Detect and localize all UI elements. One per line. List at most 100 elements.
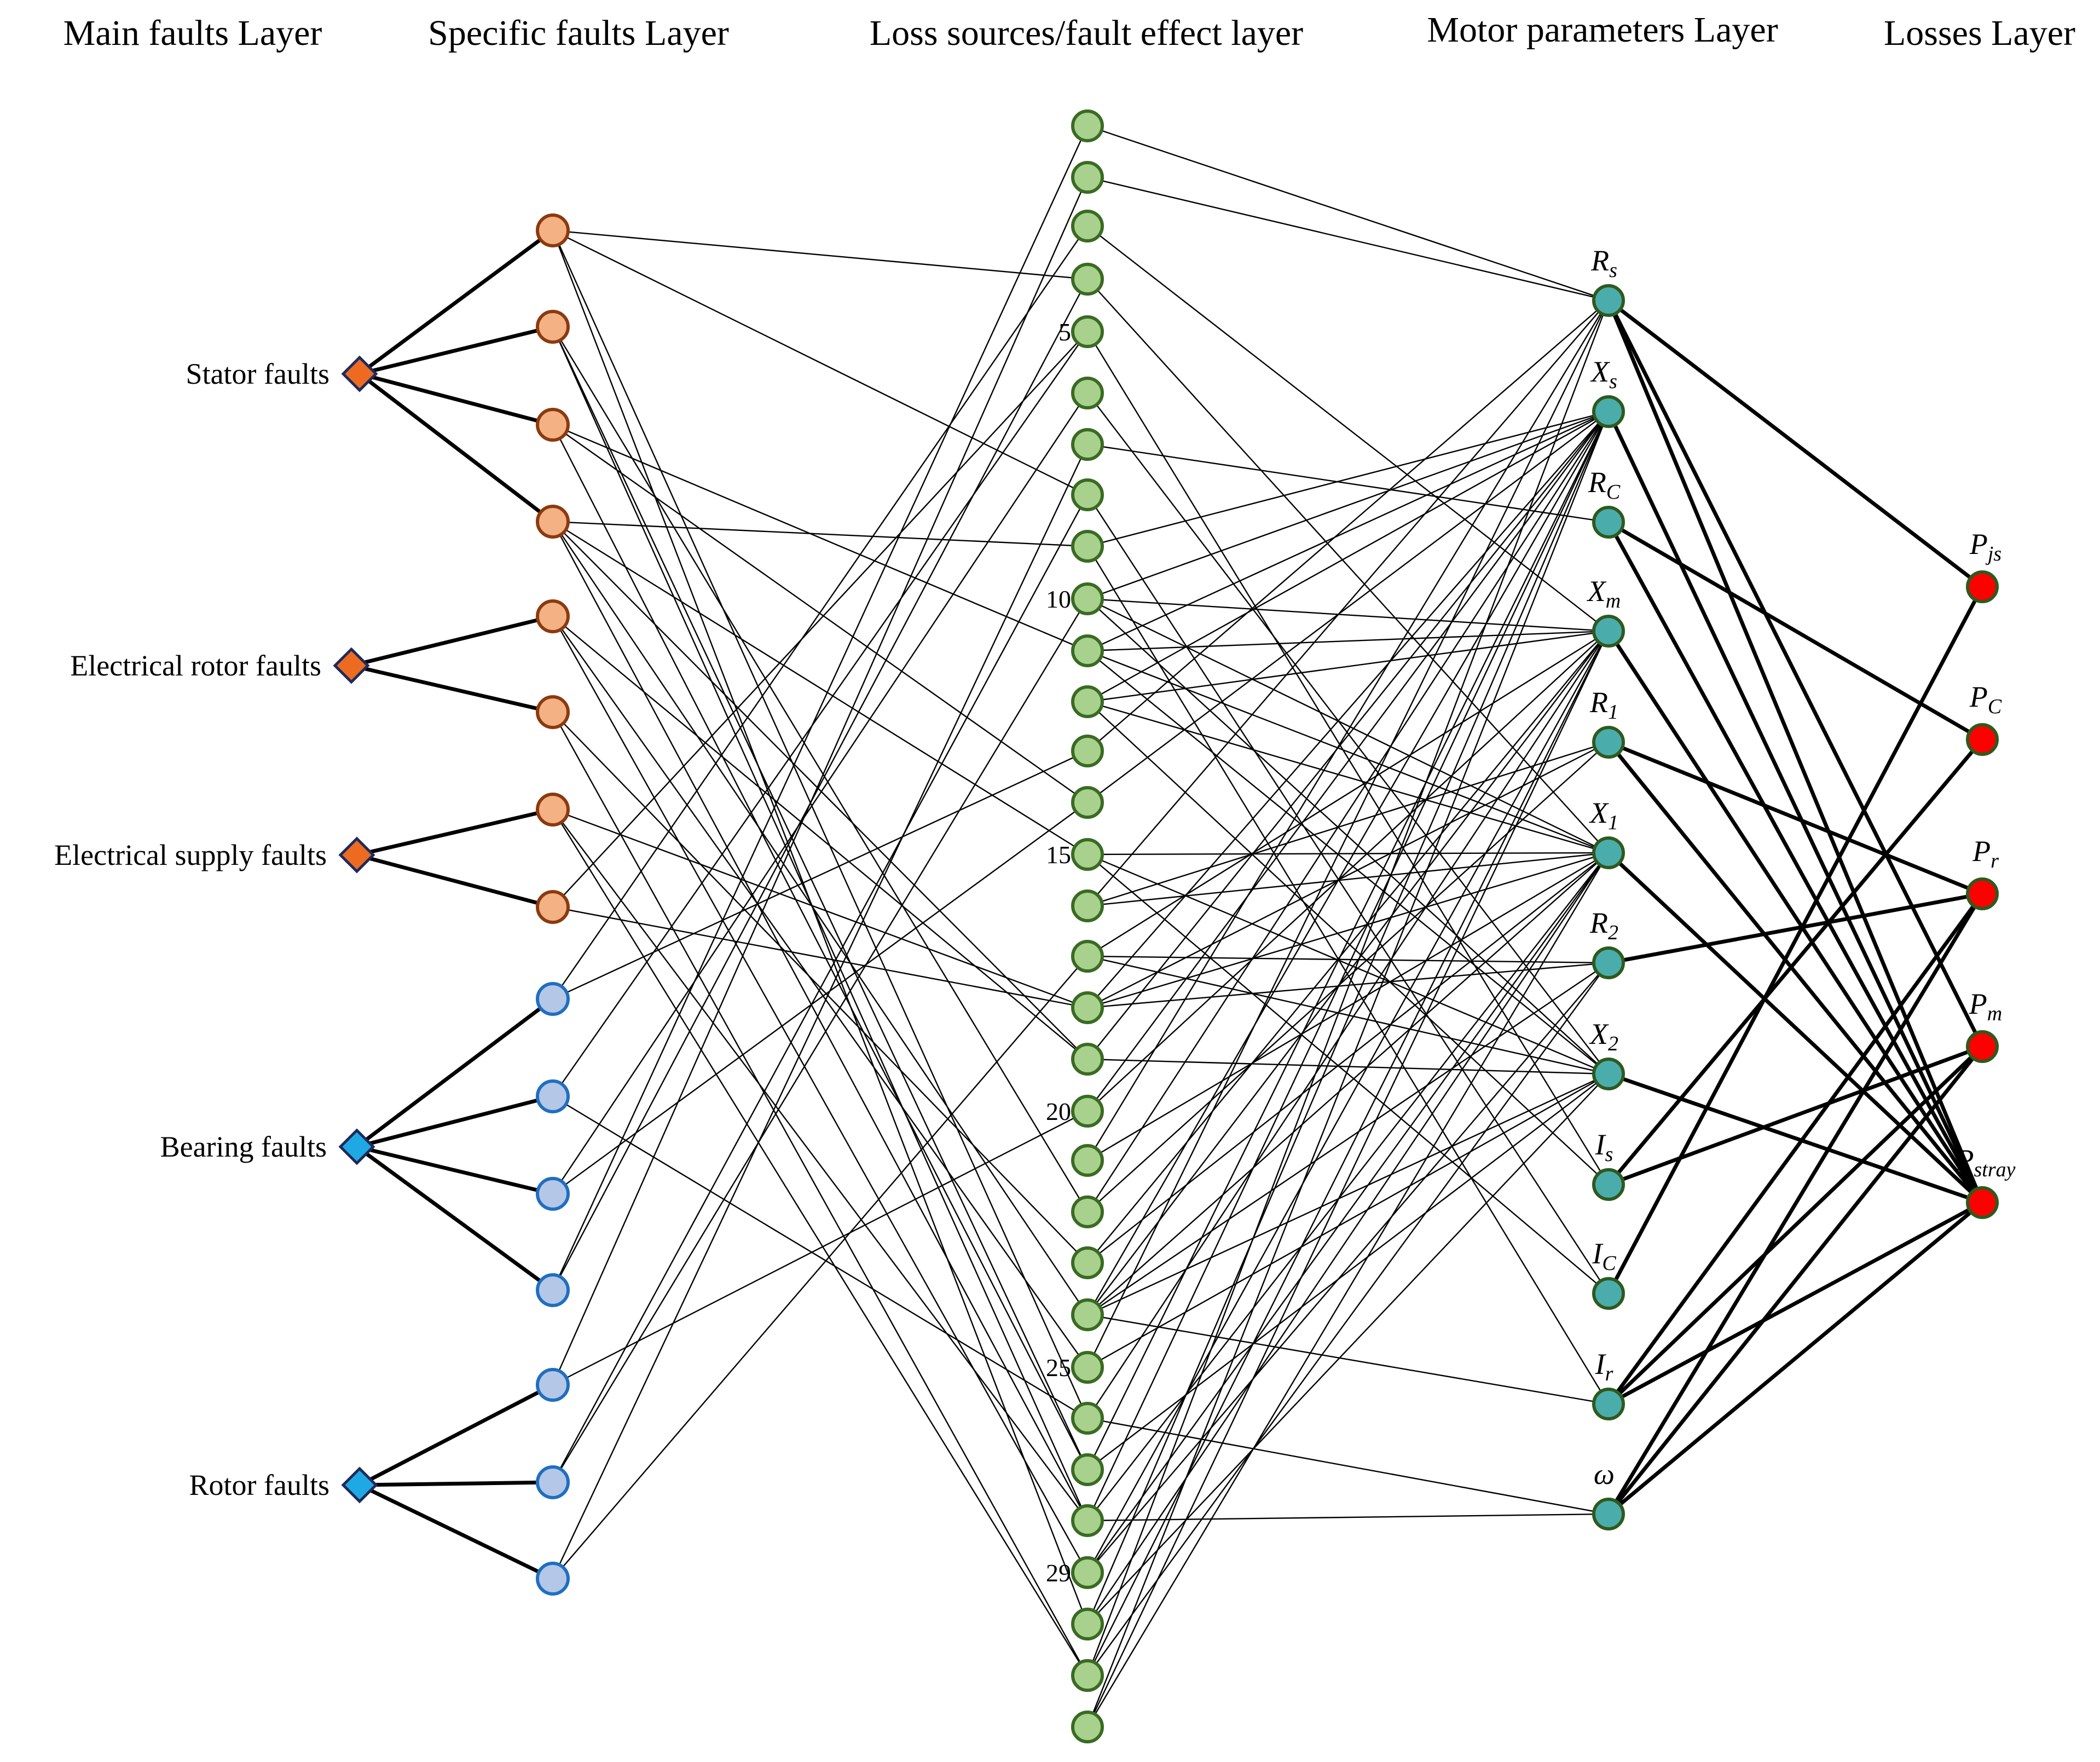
edge-loss-source-to-motor-parameter <box>1086 300 1610 1676</box>
loss-source-index-label: 25 <box>1046 1354 1071 1382</box>
loss-source-index-label: 20 <box>1046 1097 1071 1125</box>
edge-motor-parameter-to-loss <box>1606 299 1985 1048</box>
specific-fault-node <box>536 408 570 442</box>
edge-loss-source-to-motor-parameter <box>1087 852 1609 1573</box>
edge-loss-source-to-motor-parameter <box>1087 852 1609 907</box>
specific-fault-node <box>536 1273 570 1307</box>
edge-loss-source-to-motor-parameter <box>1087 1058 1609 1075</box>
edge-loss-source-to-motor-parameter <box>1087 852 1609 1009</box>
symbol: I <box>1595 1128 1607 1161</box>
edge-loss-source-to-motor-parameter <box>1087 631 1609 1315</box>
edge-motor-parameter-to-loss <box>1607 1045 1984 1406</box>
subscript: C <box>1988 695 2002 718</box>
layer-title-loss-sources: Loss sources/fault effect layer <box>870 13 1303 53</box>
loss-source-node <box>1071 1556 1104 1589</box>
edge-specific-to-loss-source <box>552 521 1088 547</box>
edge-loss-source-to-motor-parameter <box>1087 742 1609 1212</box>
edge-specific-to-loss-source <box>552 229 1088 280</box>
thick-connections <box>351 229 1985 1581</box>
subscript: stray <box>1974 1158 2016 1181</box>
symbol: X <box>1587 575 1607 608</box>
edge-loss-source-to-motor-parameter <box>1087 411 1609 1060</box>
edge-loss-source-to-motor-parameter <box>1086 494 1610 1294</box>
edge-loss-source-to-motor-parameter <box>1086 411 1610 1315</box>
edge-loss-source-to-motor-parameter <box>1087 1513 1609 1522</box>
layer-title-specific-faults: Specific faults Layer <box>428 13 729 53</box>
main-fault-node <box>341 355 378 392</box>
loss-source-node <box>1071 1144 1104 1177</box>
edge-loss-source-to-motor-parameter <box>1087 852 1609 1263</box>
edge-specific-to-loss-source <box>552 802 1088 1194</box>
edge-loss-source-to-motor-parameter <box>1087 1417 1609 1515</box>
edge-motor-parameter-to-loss <box>1607 892 1984 1406</box>
subscript: C <box>1606 481 1621 504</box>
edge-loss-source-to-motor-parameter <box>1086 546 1610 1405</box>
edge-main-to-specific-fault <box>358 1383 554 1487</box>
math-symbol-label: Pm <box>1969 987 2002 1025</box>
specific-fault-node <box>536 213 570 247</box>
edge-specific-to-loss-source <box>552 444 1089 1579</box>
loss-source-node <box>1071 428 1104 461</box>
edge-loss-source-to-motor-parameter <box>1086 300 1610 1368</box>
main-fault-label: Electrical rotor faults <box>70 649 321 682</box>
edge-specific-to-loss-source <box>552 809 1089 1676</box>
math-symbol-label: Pstray <box>1956 1143 2016 1181</box>
edge-motor-parameter-to-loss <box>1607 1045 1984 1516</box>
loss-source-node <box>1071 530 1104 563</box>
loss-source-node <box>1071 1195 1104 1228</box>
specific-fault-node <box>536 1465 570 1499</box>
edge-specific-to-loss-source <box>552 331 1088 908</box>
edge-main-to-specific-fault <box>359 325 553 376</box>
loss-source-node <box>1071 1659 1104 1692</box>
symbol: P <box>1956 1143 1974 1176</box>
edge-loss-source-to-motor-parameter <box>1087 392 1609 1074</box>
edge-loss-source-to-motor-parameter <box>1087 411 1609 547</box>
edge-main-to-specific-fault <box>356 853 553 909</box>
subscript: C <box>1602 1252 1616 1275</box>
symbol: X <box>1590 355 1610 388</box>
symbol: R <box>1589 686 1608 719</box>
edge-loss-source-to-motor-parameter <box>1087 955 1609 1075</box>
edge-loss-source-to-motor-parameter <box>1087 176 1609 302</box>
edge-loss-source-to-motor-parameter <box>1087 962 1609 1315</box>
edge-specific-to-loss-source <box>552 177 1089 1385</box>
motor-parameter-node <box>1592 1168 1625 1201</box>
loss-node <box>1966 877 1999 910</box>
subscript: s <box>1609 259 1617 282</box>
math-symbol-label: Xm <box>1587 575 1621 613</box>
edge-loss-source-to-motor-parameter <box>1087 1073 1609 1625</box>
specific-fault-node <box>536 599 570 633</box>
specific-fault-node <box>536 505 570 539</box>
edge-specific-to-loss-source <box>552 521 1089 1521</box>
subscript: 1 <box>1608 701 1618 724</box>
edge-loss-source-to-motor-parameter <box>1087 411 1609 703</box>
edge-motor-parameter-to-loss <box>1606 521 1985 1204</box>
edge-specific-to-loss-source <box>552 521 1088 856</box>
edge-loss-source-to-motor-parameter <box>1086 631 1610 1419</box>
subscript: s <box>1605 1143 1613 1166</box>
edge-specific-to-loss-source <box>552 1095 1088 1419</box>
specific-fault-node <box>536 1368 570 1402</box>
edge-specific-to-loss-source <box>552 326 1089 1521</box>
edge-loss-source-to-motor-parameter <box>1087 852 1609 1521</box>
loss-node <box>1966 570 1999 603</box>
math-symbol-label: Xs <box>1590 355 1617 393</box>
edge-loss-source-to-motor-parameter <box>1086 631 1610 1728</box>
math-symbol-label: IC <box>1592 1237 1616 1275</box>
symbol: P <box>1969 987 1987 1020</box>
edge-loss-source-to-motor-parameter <box>1087 125 1609 302</box>
edge-specific-to-loss-source <box>552 494 1089 1483</box>
edge-specific-to-loss-source <box>552 424 1089 1470</box>
symbol: R <box>1588 466 1606 499</box>
loss-source-node <box>1071 1711 1104 1743</box>
main-fault-label: Bearing faults <box>160 1130 327 1163</box>
loss-source-node <box>1071 940 1104 973</box>
specific-fault-node <box>536 1177 570 1211</box>
loss-node <box>1966 1030 1999 1063</box>
edge-motor-parameter-to-loss <box>1608 892 1983 965</box>
edge-specific-to-loss-source <box>552 616 1089 1573</box>
edge-loss-source-to-motor-parameter <box>1087 741 1609 1009</box>
symbol: X <box>1589 1018 1609 1050</box>
subscript: 2 <box>1608 1032 1618 1055</box>
